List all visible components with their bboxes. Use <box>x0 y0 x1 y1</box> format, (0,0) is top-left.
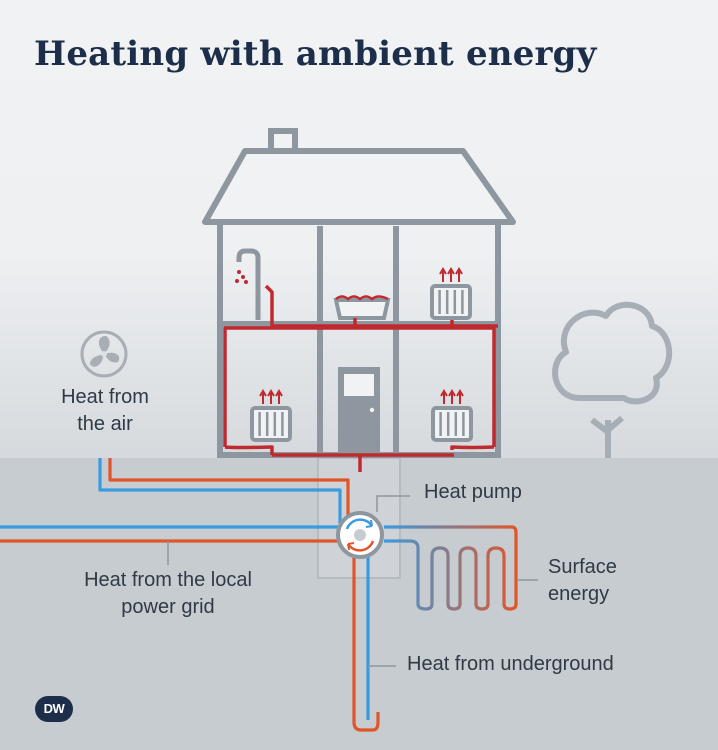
label-heat-pump: Heat pump <box>424 481 522 503</box>
label-surface-energy: Surface energy <box>548 554 617 608</box>
label-line: the air <box>77 413 133 435</box>
radiator-icon <box>430 267 472 320</box>
heat-arrow-icon <box>456 389 464 404</box>
door-knob <box>369 407 375 413</box>
label-line: energy <box>548 583 610 605</box>
label-line: Heat from the local <box>84 569 252 591</box>
heat-arrow-icon <box>440 389 448 404</box>
label-line: power grid <box>121 596 215 618</box>
underground-pipes <box>352 550 380 732</box>
radiator-icon <box>250 389 292 442</box>
label-line: Surface <box>548 556 617 578</box>
heat-arrow-icon <box>259 389 267 404</box>
leader-lines <box>167 495 538 667</box>
heat-arrow-icon <box>267 389 275 404</box>
label-line: Heat from <box>61 386 149 408</box>
label-heat-from-underground: Heat from underground <box>407 653 614 675</box>
heat-arrow-icon <box>275 389 283 404</box>
dw-logo-icon: DW <box>35 696 73 722</box>
heat-arrow-icon <box>455 267 463 282</box>
label-heat-from-grid: Heat from the local power grid <box>58 567 278 621</box>
page-title: Heating with ambient energy <box>34 34 597 74</box>
heat-arrow-icon <box>447 267 455 282</box>
fan-icon <box>80 330 128 378</box>
heat-arrow-icon <box>439 267 447 282</box>
heating-pipes <box>223 284 498 472</box>
grid-pipes <box>0 525 342 543</box>
radiator-icon <box>431 389 473 442</box>
heat-pump-icon <box>336 511 384 559</box>
shower-icon <box>235 248 261 320</box>
bathtub-icon <box>333 295 391 320</box>
heat-arrow-icon <box>448 389 456 404</box>
label-heat-from-air: Heat from the air <box>44 384 166 438</box>
air-pipes <box>98 458 350 523</box>
tree-icon <box>552 301 673 458</box>
door-window <box>344 374 374 396</box>
surface-pipes <box>384 525 518 611</box>
